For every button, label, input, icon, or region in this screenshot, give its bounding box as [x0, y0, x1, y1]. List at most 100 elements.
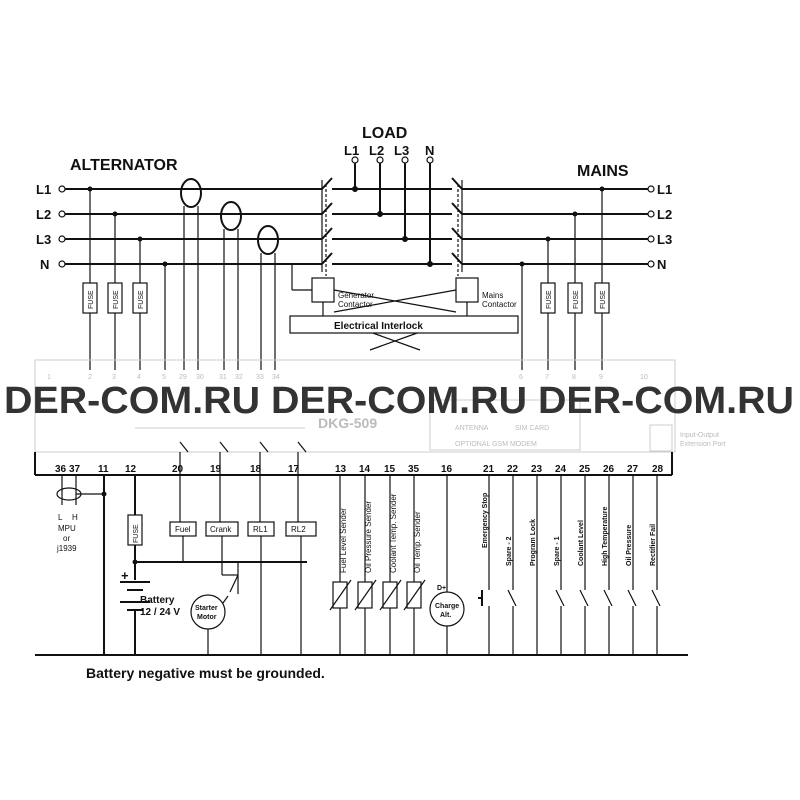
- mains-fuse-1-label: FUSE: [546, 290, 553, 309]
- terminal-27: 27: [627, 464, 639, 475]
- top-terminal-34: 34: [272, 374, 280, 381]
- battery-plus: +: [121, 568, 129, 583]
- sender-oil-pressure: Oil Pressure Sender: [364, 501, 373, 573]
- mains-phase-l3: L3: [657, 232, 672, 247]
- charge-alternator: [429, 475, 465, 655]
- load-phase-l1: L1: [344, 143, 359, 158]
- terminal-14: 14: [359, 464, 371, 475]
- terminal-17: 17: [288, 464, 300, 475]
- mains-title: MAINS: [577, 163, 629, 180]
- input-high-temperature: High Temperature: [602, 507, 609, 566]
- terminal-20: 20: [172, 464, 184, 475]
- sender-coolant-temp: Coolant Temp. Sender: [389, 493, 398, 573]
- terminal-21: 21: [483, 464, 495, 475]
- terminal-23: 23: [531, 464, 543, 475]
- generator-contactor-label-1: Generator: [338, 291, 374, 300]
- top-terminal-8: 8: [572, 374, 576, 381]
- sender-fuel-level: Fuel Level Sender: [339, 508, 348, 573]
- output-rl1: RL1: [253, 525, 268, 534]
- gsm-sim-label: SIM CARD: [515, 425, 549, 432]
- battery-circuit: [120, 475, 307, 655]
- module-name: DKG-509: [318, 415, 377, 431]
- mpu-h: H: [72, 513, 78, 522]
- top-terminal-9: 9: [599, 374, 603, 381]
- battery-voltage: 12 / 24 V: [140, 607, 180, 618]
- input-spare-1: Spare - 1: [554, 536, 561, 566]
- starter-motor: [190, 594, 226, 655]
- charge-d-plus: D+: [437, 585, 446, 592]
- terminal-26: 26: [603, 464, 615, 475]
- output-relay-wiring: [169, 475, 317, 655]
- alternator-title: ALTERNATOR: [70, 157, 178, 174]
- load-phase-l3: L3: [394, 143, 409, 158]
- terminal-35: 35: [408, 464, 420, 475]
- generator-contactor-label-2: Contactor: [338, 300, 373, 309]
- terminal-37: 37: [69, 464, 81, 475]
- top-terminal-32: 32: [235, 374, 243, 381]
- gsm-modem-label: OPTIONAL GSM MODEM: [455, 441, 537, 448]
- battery-ground-note: Battery negative must be grounded.: [86, 665, 325, 681]
- top-terminal-2: 2: [88, 374, 92, 381]
- input-rectifier-fail: Rectifier Fail: [650, 524, 657, 566]
- mpu-j1939: j1939: [56, 544, 77, 553]
- mains-contactor-label-2: Contactor: [482, 300, 517, 309]
- top-terminal-6: 6: [519, 374, 523, 381]
- load-title: LOAD: [362, 125, 407, 142]
- output-crank: Crank: [210, 525, 232, 534]
- top-terminal-3: 3: [112, 374, 116, 381]
- mains-contactor-switches: [451, 177, 463, 276]
- bottom-terminal-strip: [34, 452, 673, 476]
- relay-contacts: [135, 427, 307, 475]
- terminal-19: 19: [210, 464, 222, 475]
- terminal-25: 25: [579, 464, 591, 475]
- input-emergency-stop: Emergency Stop: [482, 493, 489, 548]
- output-fuel: Fuel: [175, 525, 191, 534]
- digital-input-wiring: [478, 475, 661, 655]
- terminal-13: 13: [335, 464, 347, 475]
- charge-alt-label: Alt.: [440, 612, 451, 619]
- contactor-coils: [291, 264, 479, 351]
- alternator-fuse-wires: [82, 186, 168, 370]
- starter-label-1: Starter: [195, 605, 218, 612]
- alt-fuse-3-label: FUSE: [138, 290, 145, 309]
- sender-oil-temp: Oil Temp. Sender: [413, 511, 422, 573]
- alt-phase-l3: L3: [36, 232, 51, 247]
- mains-fuse-2-label: FUSE: [573, 290, 580, 309]
- terminal-24: 24: [555, 464, 567, 475]
- mains-phase-n: N: [657, 257, 666, 272]
- extension-port-label-2: Extension Port: [680, 441, 726, 448]
- mpu-l: L: [58, 513, 63, 522]
- top-terminal-1: 1: [47, 374, 51, 381]
- watermark-text: DER-COM.RU DER-COM.RU DER-COM.RU: [4, 380, 794, 422]
- top-terminal-31: 31: [219, 374, 227, 381]
- terminal-22: 22: [507, 464, 519, 475]
- generator-contactor-switches: [321, 177, 333, 276]
- mpu-or: or: [63, 534, 70, 543]
- current-transformers: [180, 178, 279, 370]
- top-terminal-5: 5: [162, 374, 166, 381]
- top-terminal-4: 4: [137, 374, 141, 381]
- gsm-antenna-label: ANTENNA: [455, 425, 489, 432]
- mpu-wiring: [56, 475, 107, 655]
- alt-phase-l1: L1: [36, 182, 51, 197]
- mains-contactor-label-1: Mains: [482, 291, 503, 300]
- battery-fuse-label: FUSE: [133, 524, 140, 543]
- terminal-11: 11: [98, 464, 109, 475]
- top-terminal-7: 7: [545, 374, 549, 381]
- alt-phase-l2: L2: [36, 207, 51, 222]
- interlock-box: [289, 315, 519, 334]
- input-program-lock: Program Lock: [530, 519, 537, 566]
- terminal-28: 28: [652, 464, 664, 475]
- terminal-18: 18: [250, 464, 262, 475]
- top-terminal-33: 33: [256, 374, 264, 381]
- input-oil-pressure: Oil Pressure: [626, 525, 633, 566]
- starter-label-2: Motor: [197, 614, 217, 621]
- load-bus: [332, 156, 452, 267]
- mains-fuse-wires: [519, 186, 610, 370]
- charge-label: Charge: [435, 603, 459, 610]
- top-terminal-10: 10: [640, 374, 648, 381]
- terminal-16: 16: [441, 464, 453, 475]
- mpu-label: MPU: [58, 524, 76, 533]
- alt-fuse-2-label: FUSE: [113, 290, 120, 309]
